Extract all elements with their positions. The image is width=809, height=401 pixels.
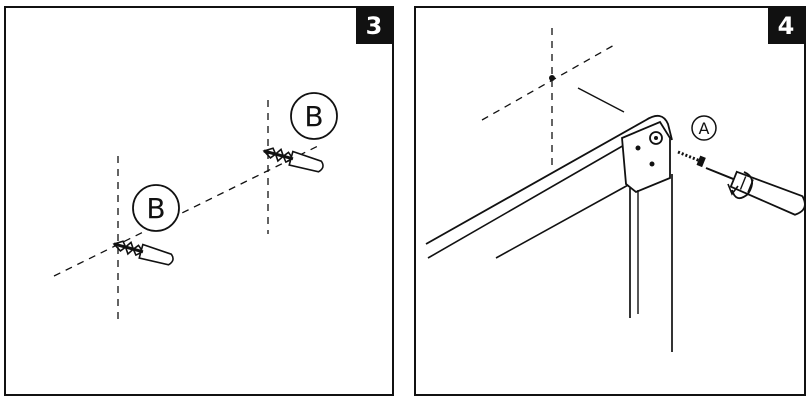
callout-b-left-label: B (146, 192, 165, 225)
frame-top-edge (425, 114, 673, 245)
dashed-horizontal-guide (481, 43, 617, 121)
callout-b-right: B (290, 92, 338, 140)
dashed-guide-line (53, 145, 319, 277)
callout-b-right-label: B (304, 100, 323, 133)
step-4-number: 4 (768, 8, 804, 44)
step-4-illustration: A (425, 28, 804, 352)
wall-plug-left-icon (112, 240, 174, 266)
wall-plug-right-icon (262, 147, 324, 173)
wall-bracket-icon (621, 120, 671, 194)
step-3-illustration: B B (53, 92, 338, 320)
frame-top-inner-edge (427, 143, 627, 259)
frame-top-lower-edge (495, 183, 631, 259)
callout-b-left: B (132, 184, 180, 232)
rotation-arrow-icon (727, 171, 754, 200)
step-4-panel: 4 (414, 6, 806, 396)
wall-plug-hole-icon (549, 75, 555, 81)
screw-icon (677, 150, 706, 168)
screwdriver-icon (705, 167, 804, 216)
step-3-panel: 3 B B (4, 6, 394, 396)
step-3-number: 3 (356, 8, 392, 44)
alignment-pointer-line (577, 87, 625, 113)
callout-a: A (691, 115, 717, 141)
callout-a-label: A (699, 119, 710, 138)
